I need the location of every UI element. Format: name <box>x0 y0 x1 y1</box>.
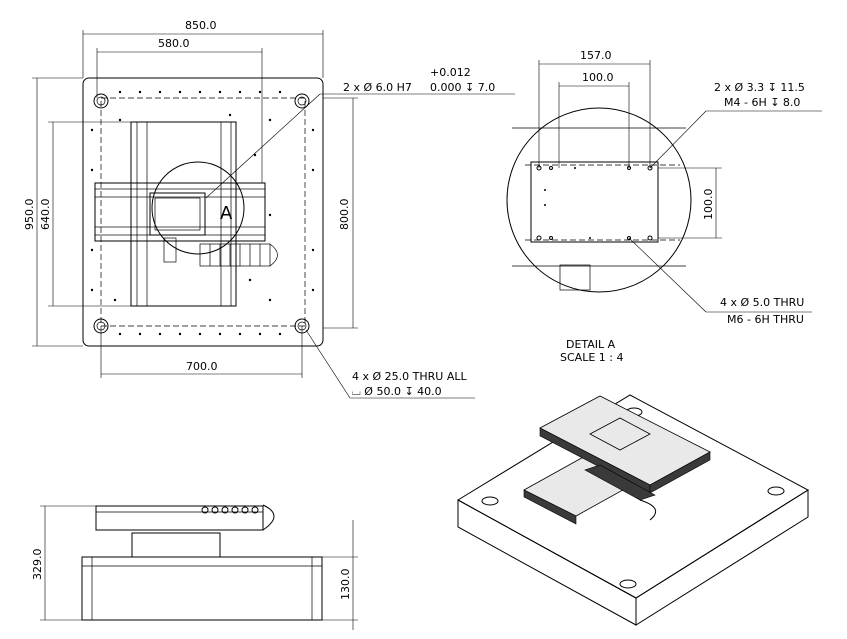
cable-chain <box>199 243 278 267</box>
detail-a-view: 157.0 100.0 100.0 DETAIL A SCALE 1 : 4 <box>506 49 822 364</box>
detail-width-outer: 157.0 <box>580 49 612 62</box>
dowel-callout: +0.012 2 x Ø 6.0 H7 0.000 ↧ 7.0 <box>343 66 495 94</box>
dim-overall-height: 950.0 <box>23 199 36 231</box>
carriage-plate <box>149 192 206 236</box>
dowel-tol-upper: +0.012 <box>430 66 471 79</box>
iso-cable-chain <box>584 464 657 521</box>
x-rail-top <box>94 188 266 198</box>
thru-holes-line1: 4 x Ø 5.0 THRU <box>720 296 804 309</box>
detail-height: 100.0 <box>702 189 715 221</box>
detail-title: DETAIL A <box>566 338 616 351</box>
base-plate-outline <box>82 77 324 347</box>
y-rail-left <box>136 121 148 307</box>
side-y-stage <box>131 532 221 558</box>
detail-scale: SCALE 1 : 4 <box>560 351 623 364</box>
mount-callout: 4 x Ø 25.0 THRU ALL ⌴ Ø 50.0 ↧ 40.0 <box>352 370 467 398</box>
detail-holes <box>536 165 653 241</box>
detail-carriage-plate <box>530 161 659 243</box>
dim-plate-height: 800.0 <box>338 199 351 231</box>
connector-block <box>163 237 177 263</box>
dim-side-base: 130.0 <box>339 569 352 601</box>
dowel-main: 2 x Ø 6.0 H7 <box>343 81 412 94</box>
top-view-dimensions: 850.0 580.0 950.0 640.0 800.0 700.0 <box>23 19 515 399</box>
detail-a-circle <box>151 161 245 255</box>
side-view: 329.0 130.0 <box>31 504 358 630</box>
dim-inner-height: 640.0 <box>39 199 52 231</box>
side-x-stage <box>95 505 264 531</box>
detail-width-inner: 100.0 <box>582 71 614 84</box>
mount-leader <box>305 329 351 399</box>
thru-callout: 4 x Ø 5.0 THRU M6 - 6H THRU <box>720 296 804 326</box>
x-axis-stage <box>94 182 266 242</box>
mount-holes-line1: 4 x Ø 25.0 THRU ALL <box>352 370 467 383</box>
small-tap-callout: 2 x Ø 3.3 ↧ 11.5 M4 - 6H ↧ 8.0 <box>714 81 805 109</box>
hole-pattern-centerline <box>100 97 306 327</box>
threaded-holes <box>90 90 315 336</box>
iso-base-front <box>457 499 637 626</box>
y-rail-right <box>220 121 232 307</box>
dim-hole-spacing: 700.0 <box>186 360 218 373</box>
dim-overall-width: 850.0 <box>185 19 217 32</box>
dowel-leader <box>205 93 321 199</box>
tap-small-line2: M4 - 6H ↧ 8.0 <box>724 96 800 109</box>
mount-hole-icon <box>93 93 310 334</box>
iso-base-side <box>635 489 809 626</box>
side-cable-chain <box>201 504 275 531</box>
isometric-view <box>457 394 809 626</box>
detail-a-marker: A <box>220 203 233 224</box>
iso-carriage <box>589 417 651 451</box>
detail-bracket <box>559 264 591 291</box>
dim-side-height: 329.0 <box>31 549 44 581</box>
detail-a-boundary <box>506 107 692 293</box>
side-base-plate <box>81 556 323 621</box>
thru-holes-line2: M6 - 6H THRU <box>727 313 804 326</box>
y-axis-stage <box>130 121 237 307</box>
mount-holes-line2: ⌴ Ø 50.0 ↧ 40.0 <box>352 385 442 398</box>
top-view: A <box>82 77 324 347</box>
dowel-tol-lower: 0.000 ↧ 7.0 <box>430 81 495 94</box>
carriage-top <box>154 197 201 231</box>
dim-inner-width: 580.0 <box>158 37 190 50</box>
tap-small-line1: 2 x Ø 3.3 ↧ 11.5 <box>714 81 805 94</box>
